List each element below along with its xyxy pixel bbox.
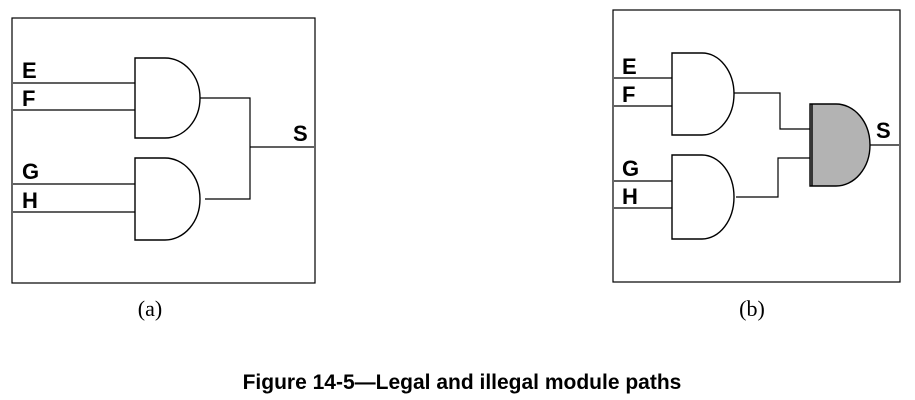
panel-b: E F G H S (b) xyxy=(612,9,901,321)
panel-a-label-f: F xyxy=(22,86,35,111)
panel-b-wire-top-out xyxy=(734,92,810,130)
panel-a-wire-bottom-out xyxy=(205,147,251,200)
panel-a: E F G H S (a) xyxy=(11,17,316,321)
panel-a-label-s: S xyxy=(293,121,308,146)
panel-b-wire-bottom-out xyxy=(736,157,810,198)
panel-b-label-f: F xyxy=(622,82,635,107)
panel-b-frame xyxy=(612,9,901,283)
panel-a-wire-top-out xyxy=(200,97,251,147)
panel-a-frame xyxy=(11,17,316,284)
panel-a-label-e: E xyxy=(22,58,37,83)
panel-b-label-s: S xyxy=(876,118,891,143)
figure-caption: Figure 14-5—Legal and illegal module pat… xyxy=(243,371,682,394)
panel-b-label-h: H xyxy=(622,184,638,209)
panel-b-sublabel: (b) xyxy=(739,296,765,321)
panel-a-and-gate-bottom xyxy=(134,157,201,241)
panel-b-label-e: E xyxy=(622,54,637,79)
panel-a-and-gate-top xyxy=(134,57,201,139)
panel-a-label-g: G xyxy=(22,159,39,184)
panel-b-and-gate-top xyxy=(671,52,735,136)
panel-b-and-gate-bottom xyxy=(671,154,735,240)
panel-a-sublabel: (a) xyxy=(138,296,162,321)
panel-a-label-h: H xyxy=(22,188,38,213)
panel-b-and-gate-highlighted xyxy=(809,103,871,187)
panel-b-label-g: G xyxy=(622,156,639,181)
